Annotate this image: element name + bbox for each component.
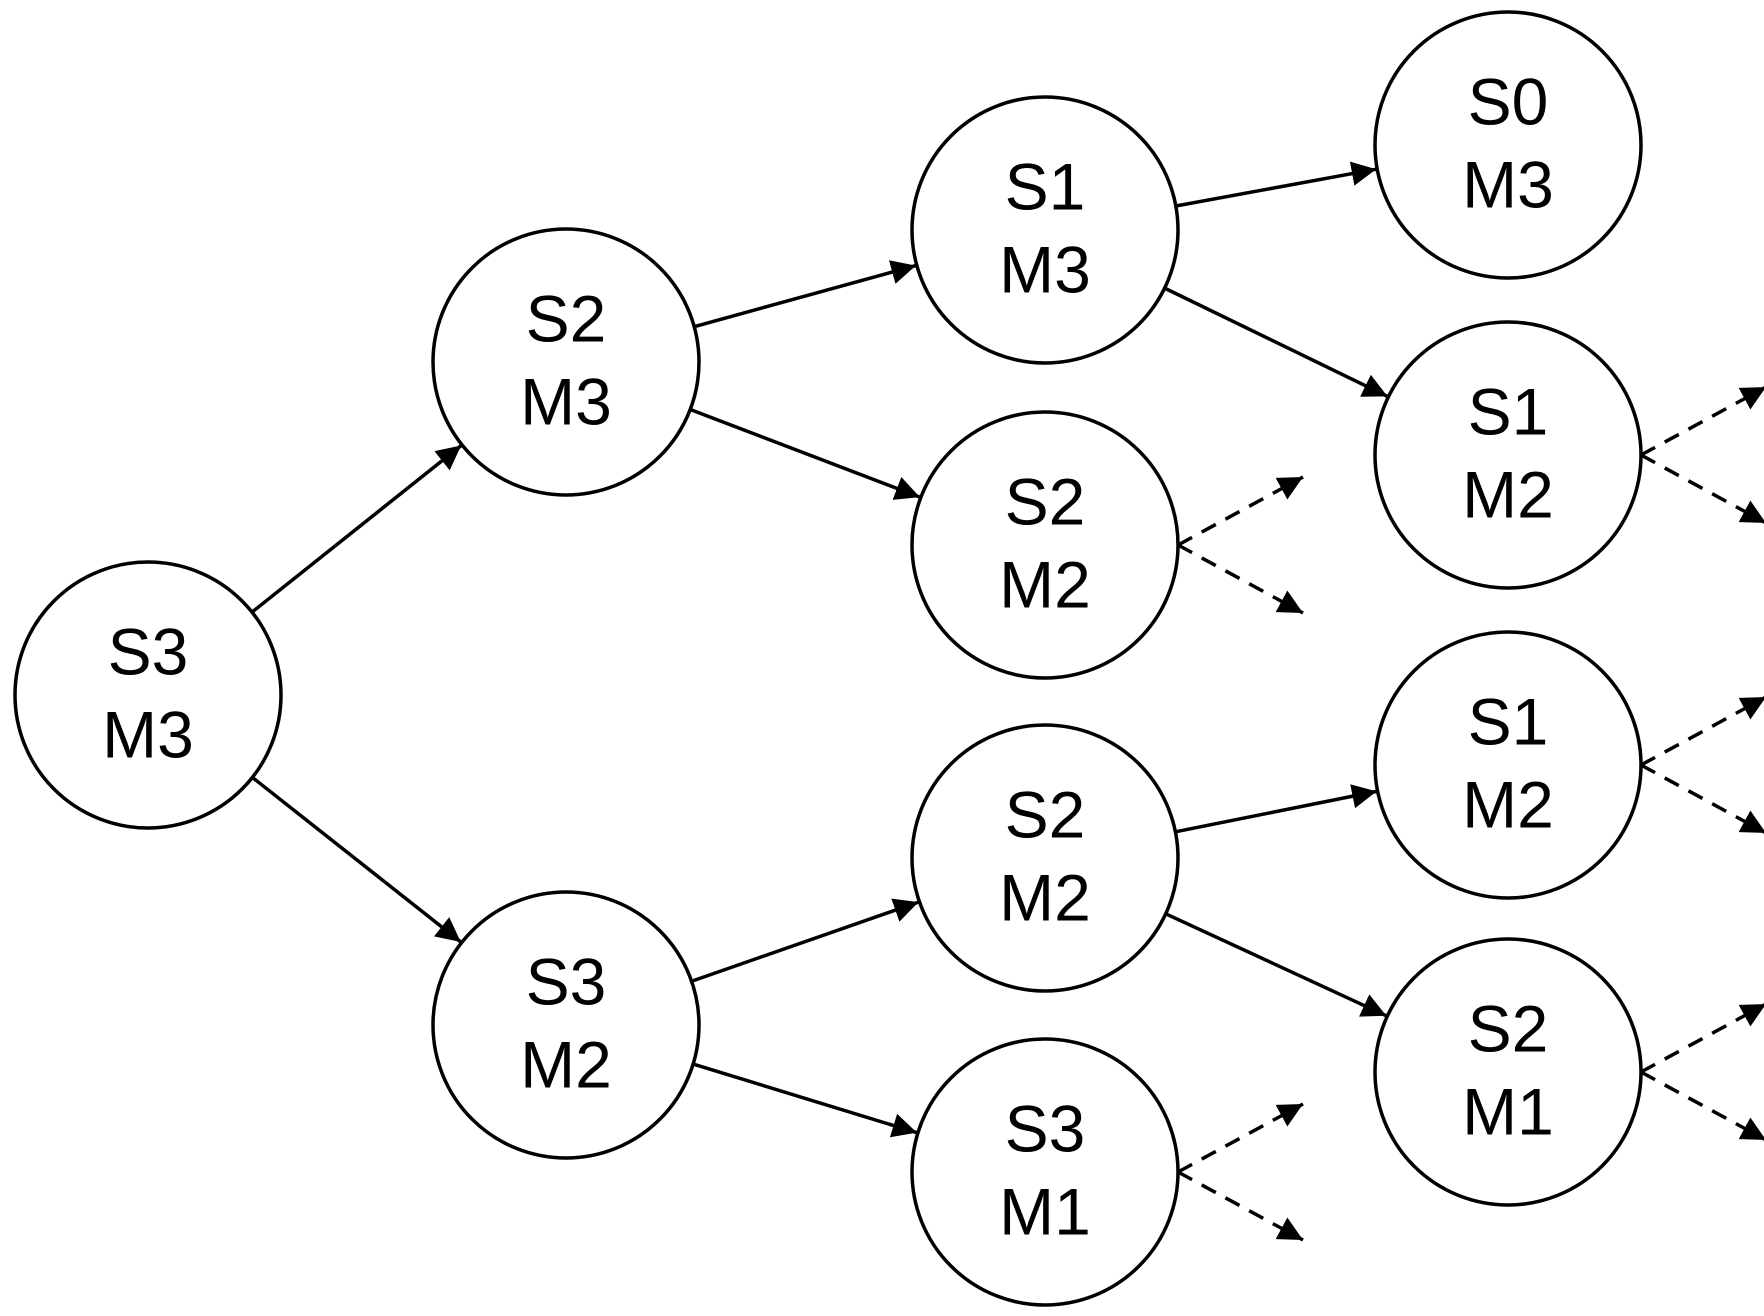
node-m-label: M3	[1462, 147, 1554, 221]
node-m-label: M2	[520, 1027, 612, 1101]
continuation-arrow-down	[1640, 1070, 1764, 1141]
node-circle	[910, 723, 1180, 993]
node-circle	[910, 1037, 1180, 1307]
node-m-label: M3	[102, 697, 194, 771]
edge-arrow	[250, 444, 463, 614]
continuation-arrow-down	[1640, 453, 1764, 524]
edge-arrow	[1175, 161, 1377, 208]
node-m-label: M2	[999, 860, 1091, 934]
node-state-label: S2	[1005, 777, 1086, 851]
continuation-arrow-up	[1177, 1102, 1304, 1174]
continuation-arrow-up	[1640, 386, 1764, 457]
node-circle	[431, 227, 701, 497]
continuation-arrow-up	[1640, 1003, 1764, 1074]
node-state-label: S0	[1468, 64, 1549, 138]
node-m-label: M3	[520, 364, 612, 438]
node-circle	[431, 890, 701, 1160]
node-state-label: S3	[108, 614, 189, 688]
edge-arrow	[693, 260, 917, 329]
continuation-arrow-down	[1640, 763, 1764, 834]
node-state-label: S3	[1005, 1091, 1086, 1165]
node-m-label: M3	[999, 232, 1091, 306]
node-state-label: S1	[1468, 684, 1549, 758]
nodes-layer: S3M3S2M3S3M2S1M3S2M2S2M2S3M1S0M3S1M2S1M2…	[13, 10, 1643, 1307]
node-circle	[13, 560, 283, 830]
continuation-arrow-up	[1177, 475, 1304, 547]
edge-arrow	[1175, 784, 1377, 834]
node-m-label: M1	[999, 1174, 1091, 1248]
node-state-label: S3	[526, 944, 607, 1018]
node-circle	[1373, 320, 1643, 590]
node-m-label: M2	[1462, 767, 1554, 841]
continuation-arrow-down	[1177, 543, 1304, 615]
edge-arrow	[691, 898, 920, 983]
edge-arrow	[1164, 912, 1388, 1018]
node-m-label: M2	[999, 547, 1091, 621]
node-circle	[910, 410, 1180, 680]
node-circle	[1373, 10, 1643, 280]
edge-arrow	[1163, 286, 1389, 399]
continuation-arrow-down	[1177, 1170, 1304, 1242]
edge-arrow	[251, 776, 462, 944]
node-m-label: M1	[1462, 1074, 1554, 1148]
continuation-arrow-up	[1640, 696, 1764, 767]
node-circle	[1373, 937, 1643, 1207]
node-state-label: S2	[1468, 991, 1549, 1065]
node-state-label: S1	[1005, 149, 1086, 223]
node-state-label: S2	[1005, 464, 1086, 538]
edge-arrow	[692, 1062, 918, 1138]
edges-layer	[250, 161, 1764, 1242]
node-state-label: S1	[1468, 374, 1549, 448]
node-m-label: M2	[1462, 457, 1554, 531]
node-circle	[1373, 630, 1643, 900]
node-circle	[910, 95, 1180, 365]
node-state-label: S2	[526, 281, 607, 355]
edge-arrow	[689, 407, 921, 500]
